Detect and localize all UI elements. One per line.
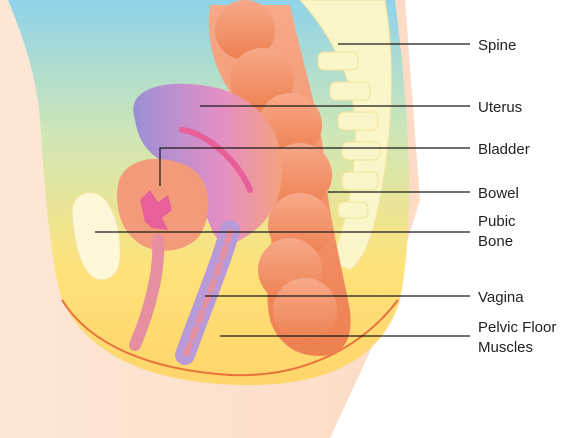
label-spine: Spine — [478, 37, 516, 54]
label-bladder: Bladder — [478, 141, 530, 158]
label-uterus: Uterus — [478, 99, 522, 116]
label-vagina: Vagina — [478, 289, 524, 306]
label-pubic-bone-line2: Bone — [478, 233, 513, 250]
label-pubic-bone-line1: Pubic — [478, 213, 516, 230]
label-pelvic-floor-line1: Pelvic Floor — [478, 319, 556, 336]
label-bowel: Bowel — [478, 185, 519, 202]
label-pelvic-floor-line2: Muscles — [478, 339, 533, 356]
